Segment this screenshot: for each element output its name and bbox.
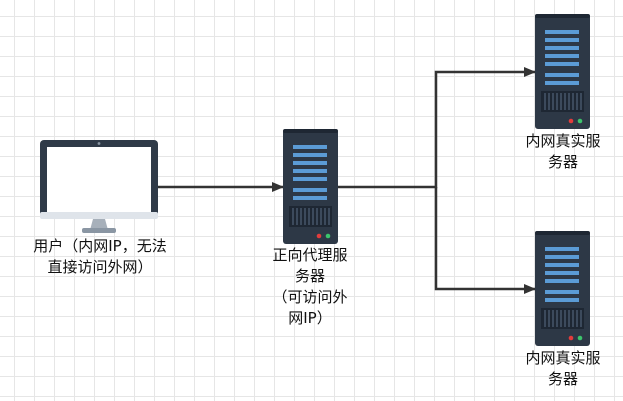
monitor-icon: [40, 140, 158, 233]
server-icon: [534, 230, 591, 347]
server-top-label: 内网真实服 务器: [525, 132, 601, 171]
server-bottom-label: 内网真实服 务器: [525, 349, 601, 388]
client-label: 用户（内网IP，无法 直接访问外网）: [33, 237, 167, 276]
edge-proxy-to-server-bottom: [434, 187, 536, 294]
edge-proxy-to-server-top: [337, 67, 536, 189]
server-icon: [282, 128, 339, 245]
proxy-label: 正向代理服 务器 （可访问外 网IP）: [272, 246, 348, 327]
server-icon: [534, 13, 591, 130]
